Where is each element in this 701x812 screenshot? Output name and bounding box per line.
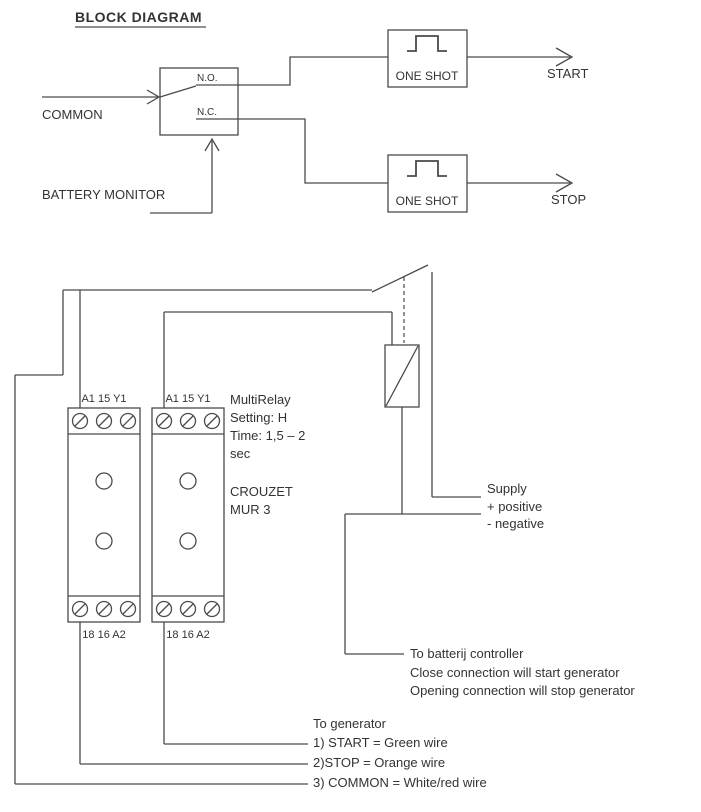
relay-coil-diagonal — [385, 345, 419, 407]
battery-arrowhead-icon — [204, 137, 220, 152]
indicator-circle — [179, 532, 197, 550]
no-to-oneshot-wire — [238, 56, 388, 86]
stop-label: STOP — [551, 192, 586, 207]
supply-title: Supply — [487, 481, 527, 496]
module-a-bottom-terminal-label: 18 16 A2 — [82, 629, 125, 641]
note-mur3: MUR 3 — [230, 502, 270, 517]
note-time: Time: 1,5 – 2 — [230, 428, 305, 443]
note-multirelay: MultiRelay — [230, 392, 291, 407]
stop-arrowhead-icon — [555, 173, 574, 193]
module-b-terminal-strips — [152, 433, 224, 597]
note-crouzet: CROUZET — [230, 484, 293, 499]
module-a-body — [67, 407, 141, 623]
switch-arm — [159, 85, 197, 98]
indicator-circle — [95, 532, 113, 550]
module-a-terminal-strips — [68, 433, 140, 597]
oneshot-top-box — [387, 29, 468, 88]
nc-to-oneshot-wire — [238, 118, 388, 184]
battery-controller-wire — [344, 514, 404, 655]
supply-positive-label: + positive — [487, 499, 542, 514]
relay-module-b: A1 15 Y1 18 16 A2 — [151, 393, 225, 641]
generator-notes: To generator 1) START = Green wire 2)STO… — [313, 716, 487, 790]
battery-controller-title: To batterij controller — [410, 646, 524, 661]
no-contact-label: N.O. — [197, 73, 218, 84]
note-sec: sec — [230, 446, 251, 461]
common-arrowhead-icon — [146, 89, 161, 105]
screw-slots — [158, 603, 218, 615]
indicator-circle — [179, 472, 197, 490]
generator-stop-note: 2)STOP = Orange wire — [313, 755, 445, 770]
module-b-top-terminal-label: A1 15 Y1 — [165, 393, 210, 405]
common-route-wire — [14, 290, 308, 785]
battery-controller-notes: To batterij controller Close connection … — [410, 646, 635, 698]
relay-contact-box — [159, 67, 239, 136]
module-b-bottom-terminal-label: 18 16 A2 — [166, 629, 209, 641]
start-generator-wire — [163, 622, 308, 745]
nc-contact-label: N.C. — [197, 107, 217, 118]
stop-generator-wire — [79, 622, 308, 765]
wiring-diagram: A1 15 Y1 18 16 A2 A1 15 Y1 — [14, 264, 635, 790]
generator-title: To generator — [313, 716, 387, 731]
indicator-circle — [95, 472, 113, 490]
switch-blade — [371, 264, 429, 293]
oneshot-top-label: ONE SHOT — [396, 69, 459, 83]
generator-start-note: 1) START = Green wire — [313, 735, 448, 750]
generator-common-note: 3) COMMON = White/red wire — [313, 775, 487, 790]
note-setting: Setting: H — [230, 410, 287, 425]
common-label: COMMON — [42, 107, 103, 122]
screw-slots — [158, 415, 218, 427]
oneshot-bottom-label: ONE SHOT — [396, 194, 459, 208]
supply-negative-label: - negative — [487, 516, 544, 531]
module-b-body — [151, 407, 225, 623]
screw-slots — [74, 603, 134, 615]
block-diagram-title: BLOCK DIAGRAM — [75, 9, 202, 25]
block-diagram: BLOCK DIAGRAM N.O. N.C. COMMON BATTERY M… — [42, 9, 588, 214]
module-b-coil-feed-wire — [163, 311, 393, 408]
battery-controller-open-note: Opening connection will stop generator — [410, 683, 635, 698]
battery-monitor-label: BATTERY MONITOR — [42, 187, 165, 202]
relay-module-a: A1 15 Y1 18 16 A2 — [67, 393, 141, 641]
module-a-top-terminal-label: A1 15 Y1 — [81, 393, 126, 405]
relay-notes: MultiRelay Setting: H Time: 1,5 – 2 sec … — [230, 392, 305, 517]
pulse-top-icon — [407, 35, 447, 52]
supply-notes: Supply + positive - negative — [487, 481, 544, 531]
pulse-bottom-icon — [407, 160, 447, 177]
start-arrowhead-icon — [555, 47, 574, 67]
start-label: START — [547, 66, 588, 81]
battery-controller-close-note: Close connection will start generator — [410, 665, 620, 680]
battery-monitor-wire — [150, 141, 213, 214]
screw-slots — [74, 415, 134, 427]
